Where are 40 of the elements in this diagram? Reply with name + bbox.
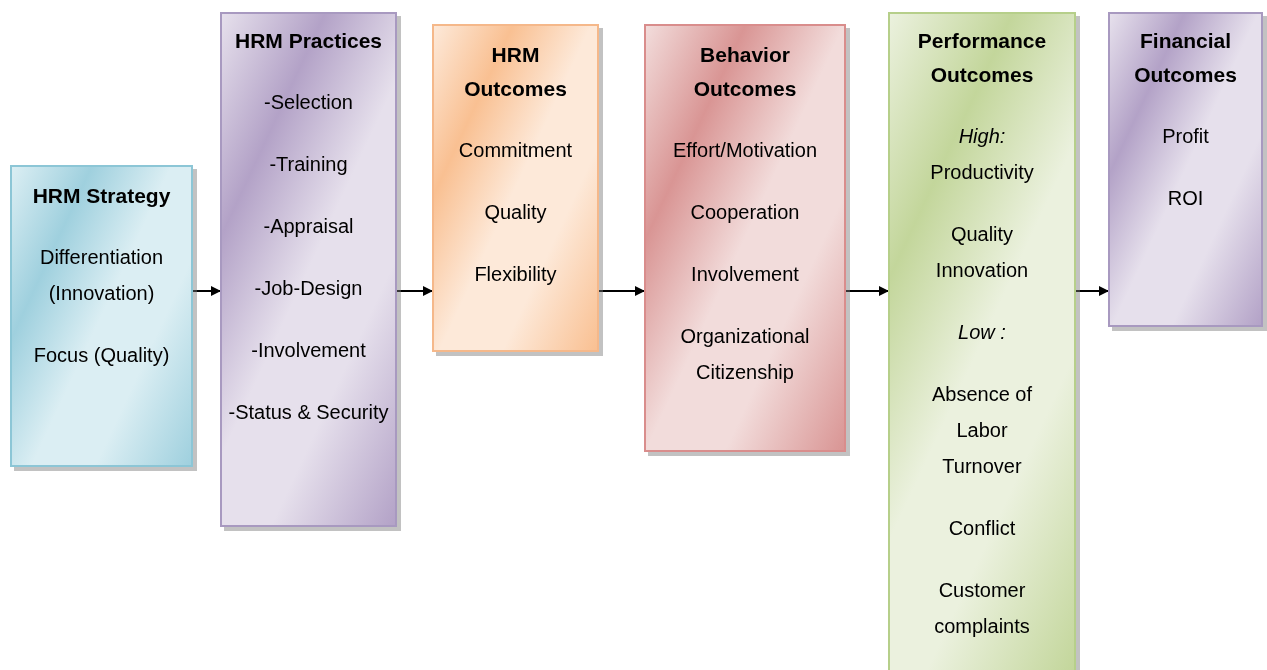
- arrow: [1075, 286, 1109, 296]
- box-heading: HRM Strategy: [32, 183, 171, 209]
- list-item: High: Productivity: [929, 124, 1035, 185]
- stage-box: [220, 12, 397, 527]
- list-item: Conflict: [948, 516, 1016, 541]
- list-item: Organizational Citizenship: [679, 324, 811, 385]
- arrow: [396, 286, 433, 296]
- stage-box: [888, 12, 1076, 670]
- list-item: Quality: [484, 200, 547, 225]
- list-item: Low :: [958, 320, 1006, 345]
- list-item: ROI: [1167, 186, 1204, 211]
- list-item: Profit: [1162, 124, 1209, 149]
- list-item: -Involvement: [251, 338, 366, 363]
- list-item: Quality Innovation: [934, 222, 1030, 283]
- arrow: [192, 286, 221, 296]
- list-item: -Job-Design: [254, 276, 363, 301]
- list-item: Absence of Labor Turnover: [930, 382, 1034, 479]
- list-item: -Status & Security: [228, 400, 389, 425]
- arrow: [598, 286, 645, 296]
- stage-box: [10, 165, 193, 467]
- list-item: Flexibility: [474, 262, 557, 287]
- list-item: Cooperation: [690, 200, 800, 225]
- list-item: Focus (Quality): [33, 343, 170, 368]
- list-item: Commitment: [458, 138, 573, 163]
- stage-box: [1108, 12, 1263, 327]
- list-item: Involvement: [691, 262, 799, 287]
- box-heading: HRM Practices: [234, 28, 383, 54]
- box-heading: HRM Outcomes: [463, 42, 568, 102]
- stage-box: [432, 24, 599, 352]
- list-item: Differentiation (Innovation): [38, 245, 164, 306]
- box-heading: Behavior Outcomes: [692, 42, 798, 102]
- list-item: Effort/Motivation: [672, 138, 818, 163]
- list-item: Customer complaints: [933, 578, 1031, 639]
- box-heading: Performance Outcomes: [916, 28, 1048, 88]
- list-item: -Selection: [264, 90, 353, 115]
- list-item: -Appraisal: [263, 214, 354, 239]
- box-heading: Financial Outcomes: [1133, 28, 1238, 88]
- stage-box: [644, 24, 846, 452]
- arrow: [845, 286, 889, 296]
- list-item: -Training: [269, 152, 348, 177]
